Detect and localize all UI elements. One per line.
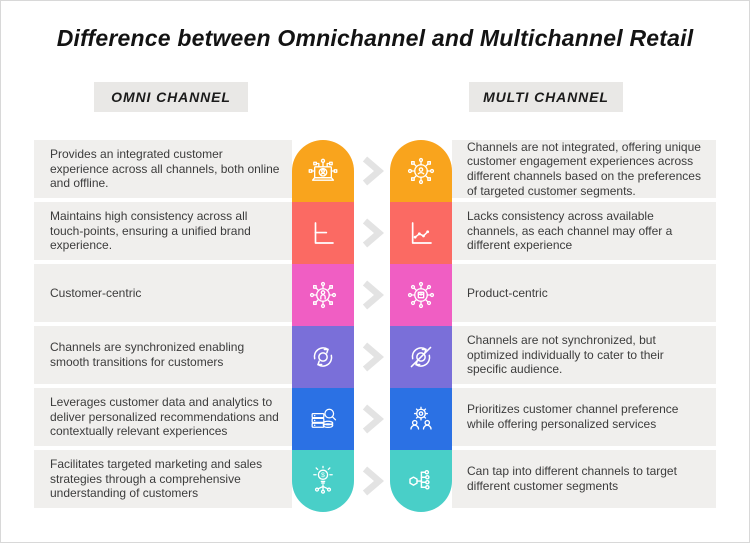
laptop-customer-network-icon: [308, 158, 338, 181]
multi-icon-cell: [390, 450, 452, 512]
table-row: Channels are not synchronized, but optim…: [452, 326, 716, 388]
multi-row-text: Can tap into different channels to targe…: [452, 450, 716, 508]
people-gear-icon: [410, 406, 432, 430]
multi-channel-header: MULTI CHANNEL: [469, 82, 623, 112]
data-analytics-magnifier-icon: [311, 408, 337, 429]
product-hub-icon: [407, 281, 435, 309]
table-row: Facilitates targeted marketing and sales…: [34, 450, 292, 512]
customer-network-hub-icon: [407, 157, 435, 185]
sync-arrows-icon: [313, 347, 333, 367]
chevron-cell: [354, 264, 390, 326]
chevron-right-icon: [362, 218, 384, 248]
table-row: Customer-centric: [34, 264, 292, 326]
omni-channel-header: OMNI CHANNEL: [94, 82, 248, 112]
fluctuating-line-chart-icon: [411, 222, 432, 244]
chevron-cell: [354, 326, 390, 388]
omni-row-text: Provides an integrated customer experien…: [34, 140, 292, 198]
table-row: Can tap into different channels to targe…: [452, 450, 716, 512]
multi-row-text: Prioritizes customer channel preference …: [452, 388, 716, 446]
chevron-cell: [354, 388, 390, 450]
channel-tree-icon: [409, 469, 430, 490]
steady-chart-icon: [314, 222, 334, 244]
chevron-cell: [354, 450, 390, 512]
chevron-cell: [354, 140, 390, 202]
svg-text:$: $: [321, 472, 325, 479]
page-title: Difference between Omnichannel and Multi…: [56, 25, 694, 51]
chevron-right-icon: [362, 404, 384, 434]
omni-row-text: Maintains high consistency across all to…: [34, 202, 292, 260]
table-row: Prioritizes customer channel preference …: [452, 388, 716, 450]
omni-icon-cell: [292, 388, 354, 450]
table-row: Provides an integrated customer experien…: [34, 140, 292, 202]
multi-icon-cell: [390, 326, 452, 388]
table-row: Channels are not integrated, offering un…: [452, 140, 716, 202]
omni-row-text: Facilitates targeted marketing and sales…: [34, 450, 292, 508]
table-row: Channels are synchronized enabling smoot…: [34, 326, 292, 388]
multi-row-text: Channels are not synchronized, but optim…: [452, 326, 716, 384]
multi-row-text: Channels are not integrated, offering un…: [452, 140, 716, 198]
omni-row-text: Customer-centric: [34, 264, 292, 322]
omni-icon-cell: [292, 202, 354, 264]
table-row: Lacks consistency across available chann…: [452, 202, 716, 264]
chevron-cell: [354, 202, 390, 264]
multi-icon-cell: [390, 388, 452, 450]
table-row: Product-centric: [452, 264, 716, 326]
table-row: Leverages customer data and analytics to…: [34, 388, 292, 450]
omni-icon-cell: [292, 264, 354, 326]
customer-hub-icon: [309, 281, 337, 309]
no-sync-icon: [410, 346, 432, 368]
omni-row-text: Leverages customer data and analytics to…: [34, 388, 292, 446]
chevron-right-icon: [362, 342, 384, 372]
multi-row-text: Lacks consistency across available chann…: [452, 202, 716, 260]
comparison-grid: Provides an integrated customer experien…: [34, 140, 716, 512]
omni-icon-cell: [292, 140, 354, 202]
multi-icon-cell: [390, 140, 452, 202]
chevron-right-icon: [362, 466, 384, 496]
multi-row-text: Product-centric: [452, 264, 716, 322]
chevron-right-icon: [362, 156, 384, 186]
omni-icon-cell: $: [292, 450, 354, 512]
idea-bulb-network-icon: $: [313, 465, 333, 494]
omni-icon-cell: [292, 326, 354, 388]
omni-row-text: Channels are synchronized enabling smoot…: [34, 326, 292, 384]
chevron-right-icon: [362, 280, 384, 310]
multi-icon-cell: [390, 202, 452, 264]
multi-icon-cell: [390, 264, 452, 326]
table-row: Maintains high consistency across all to…: [34, 202, 292, 264]
